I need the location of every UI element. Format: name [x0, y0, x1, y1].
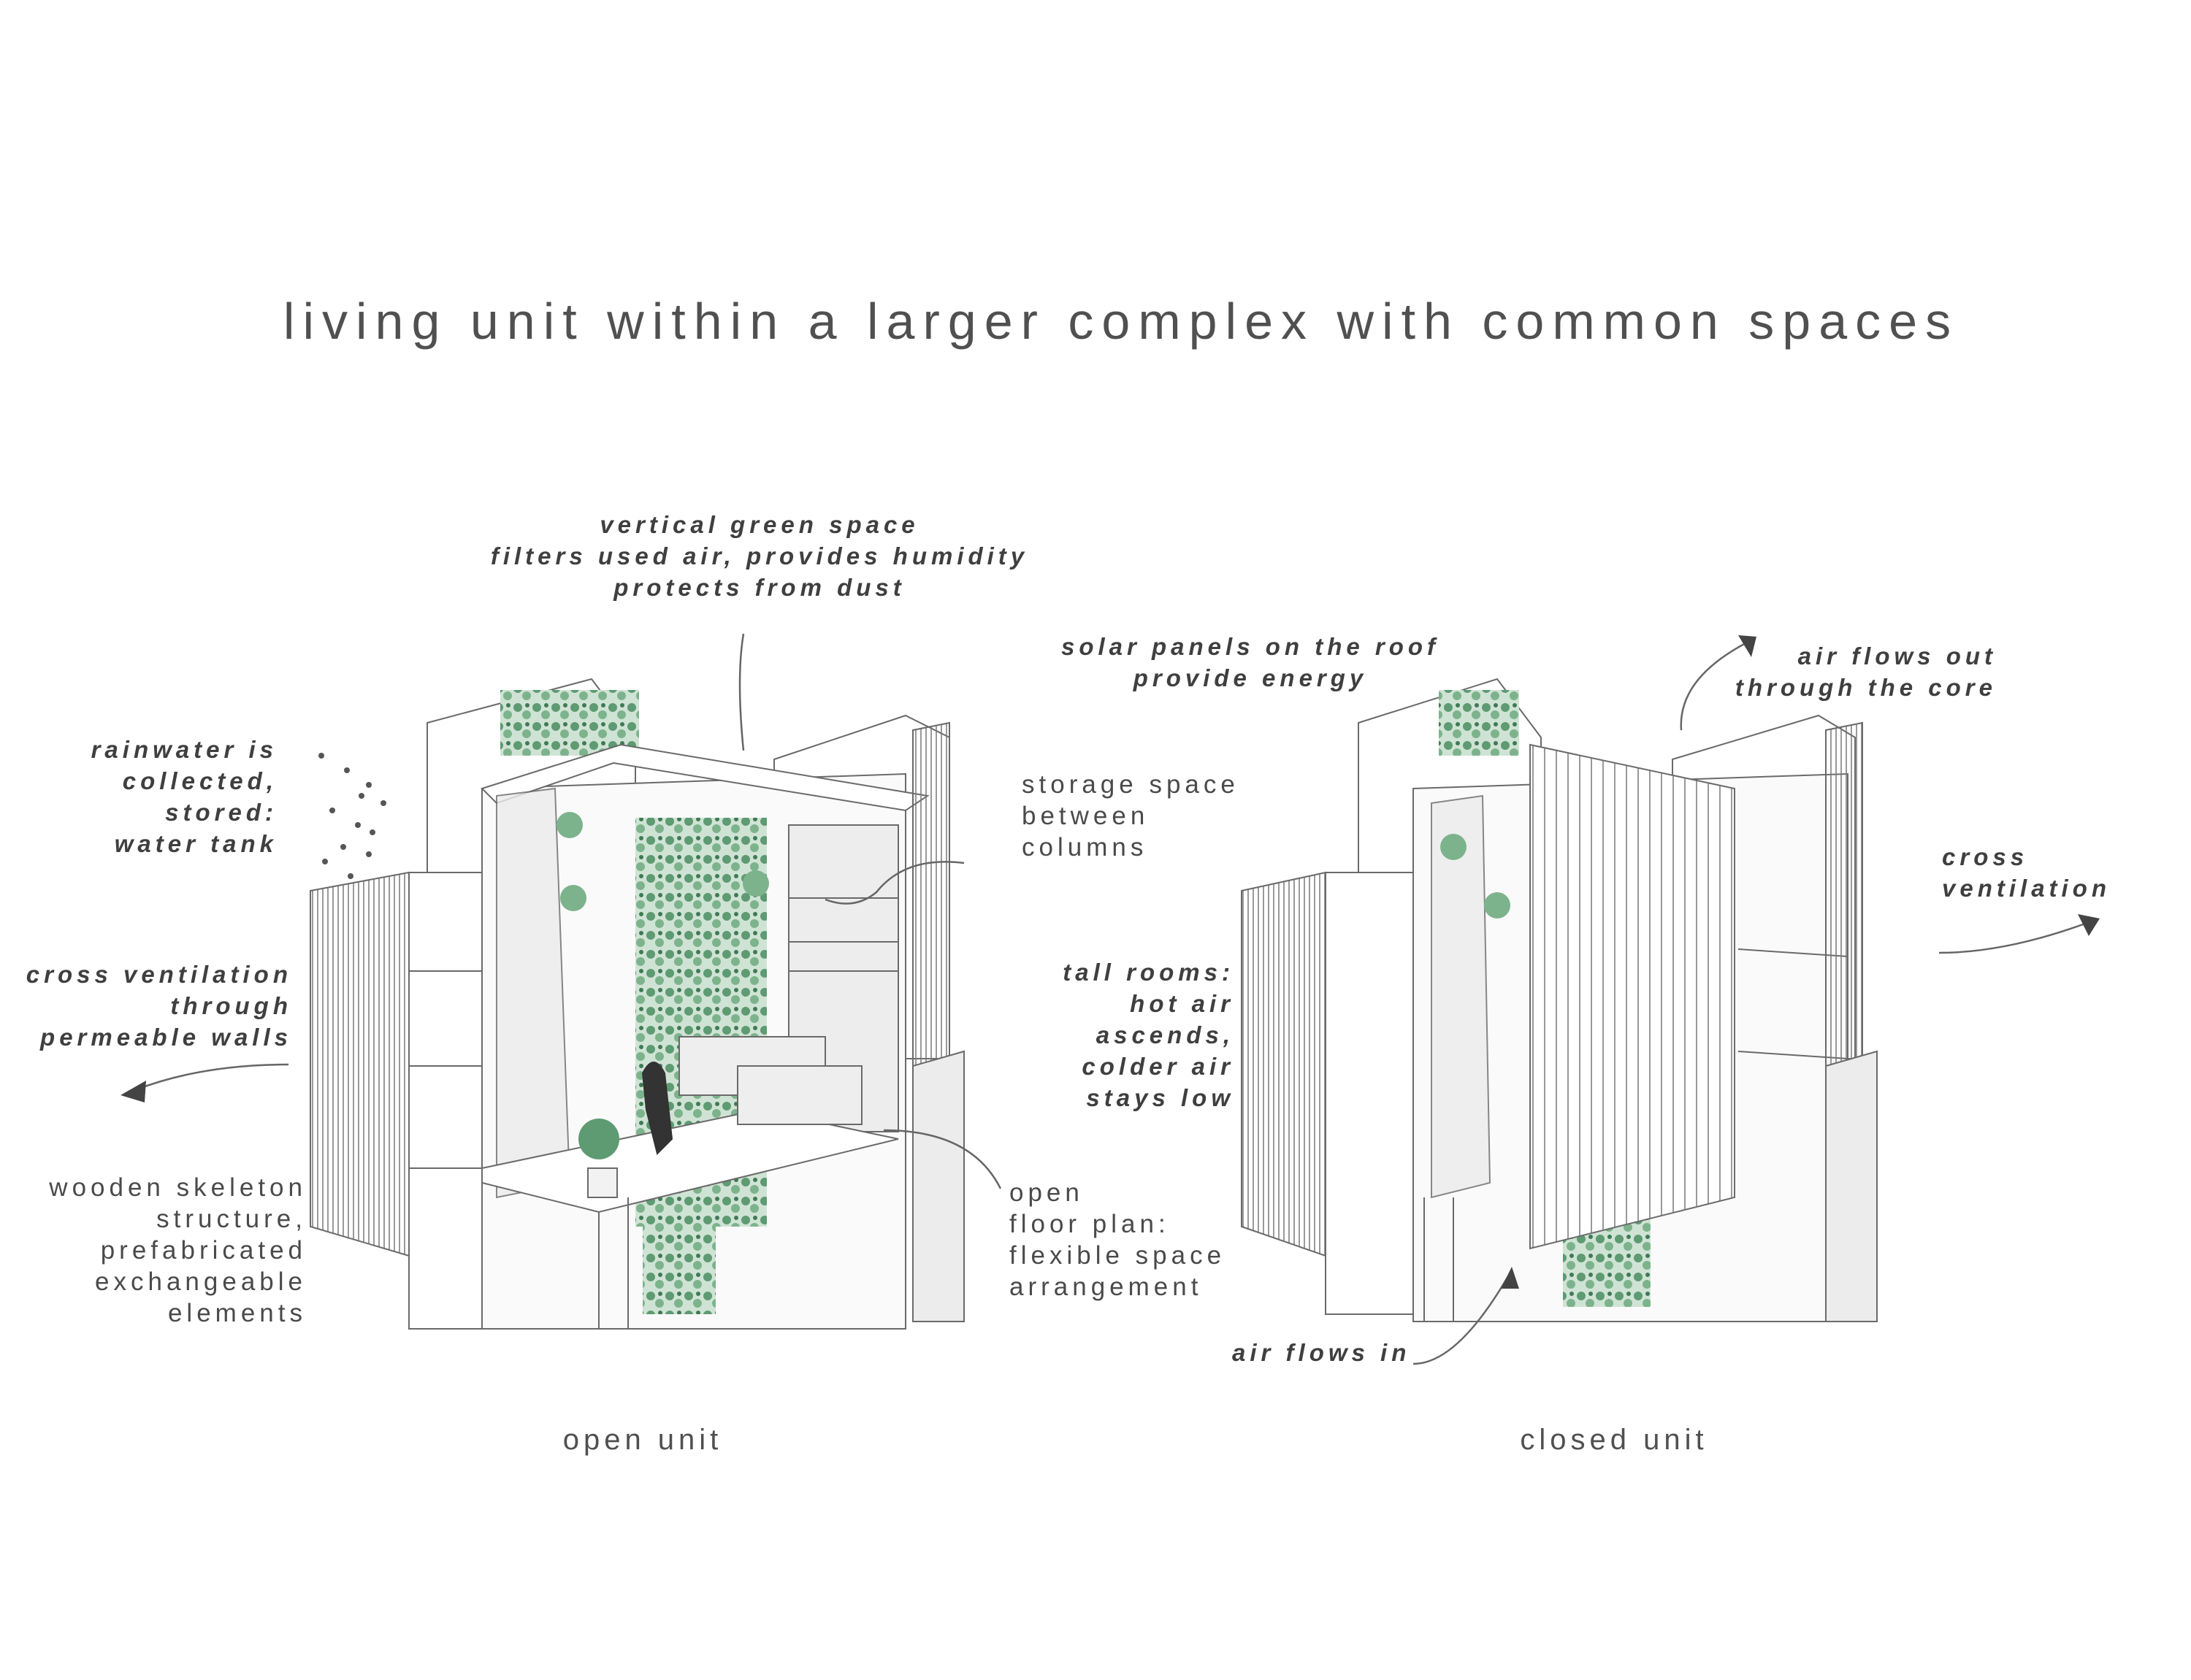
label-wooden-skeleton: wooden skeleton structure, prefabricated…: [0, 1172, 307, 1329]
label-line: collected,: [122, 767, 278, 794]
label-cross-ventilation-left: cross ventilation through permeable wall…: [0, 959, 292, 1053]
label-line: protects from dust: [613, 574, 906, 601]
label-tall-rooms: tall rooms: hot air ascends, colder air …: [938, 956, 1234, 1113]
leader-green-space: [738, 633, 745, 751]
label-line: colder air: [1082, 1053, 1234, 1080]
arrow-cross-ventilation-left: [134, 1063, 289, 1092]
label-line: air flows out: [1797, 643, 1997, 670]
label-line: wooden skeleton: [49, 1173, 307, 1202]
label-solar-panels: solar panels on the roof provide energy: [1031, 631, 1469, 694]
label-line: storage space: [1022, 770, 1239, 799]
arrow-air-in: [1412, 1276, 1510, 1365]
annotation-arrows: [134, 633, 2086, 1365]
caption-open-unit: open unit: [562, 1424, 723, 1456]
label-line: tall rooms:: [1063, 959, 1234, 986]
label-air-flows-in: air flows in: [1232, 1337, 1410, 1368]
arrow-air-out: [1680, 641, 1748, 731]
label-line: open: [1009, 1178, 1084, 1207]
label-line: vertical green space: [600, 511, 919, 538]
label-line: filters used air, provides humidity: [490, 542, 1029, 569]
label-line: water tank: [114, 830, 278, 857]
label-line: stays low: [1086, 1084, 1234, 1111]
label-line: through: [170, 992, 292, 1019]
label-line: ventilation: [1942, 875, 2111, 902]
label-line: structure,: [156, 1205, 307, 1233]
label-line: solar panels on the roof: [1060, 633, 1440, 660]
label-rainwater: rainwater is collected, stored: water ta…: [0, 734, 278, 859]
arrow-cross-ventilation-right: [1938, 922, 2086, 954]
label-line: cross: [1942, 843, 2029, 870]
label-line: arrangement: [1009, 1273, 1203, 1301]
label-line: exchangeable: [95, 1267, 307, 1296]
arrow-heads: [121, 635, 2100, 1289]
label-line: ascends,: [1096, 1021, 1234, 1048]
label-line: provide energy: [1133, 664, 1368, 691]
label-open-floor-plan: open floor plan: flexible space arrangem…: [1009, 1177, 1225, 1303]
open-unit-drawing: [310, 678, 965, 1330]
label-cross-ventilation-right: cross ventilation: [1942, 841, 2111, 904]
label-line: flexible space: [1009, 1241, 1226, 1270]
label-line: air flows in: [1232, 1339, 1411, 1366]
label-line: through the core: [1735, 674, 1997, 701]
label-vertical-green-space: vertical green space filters used air, p…: [467, 509, 1052, 603]
label-line: elements: [167, 1299, 307, 1327]
label-storage-space: storage space between columns: [1022, 769, 1239, 863]
leader-floor-plan: [883, 1129, 1002, 1189]
label-line: cross ventilation: [26, 961, 292, 988]
label-line: prefabricated: [100, 1236, 307, 1265]
leader-storage: [825, 861, 965, 905]
label-line: between: [1022, 802, 1150, 830]
label-line: rainwater is: [91, 736, 278, 763]
label-line: permeable walls: [40, 1024, 292, 1051]
label-line: stored:: [165, 799, 278, 826]
label-line: floor plan:: [1009, 1210, 1170, 1238]
closed-unit-drawing: [1241, 678, 1878, 1322]
rain-drops: [318, 753, 386, 879]
label-line: hot air: [1130, 990, 1234, 1017]
label-line: columns: [1022, 833, 1148, 862]
page-title: living unit within a larger complex with…: [283, 293, 1959, 350]
caption-closed-unit: closed unit: [1520, 1424, 1708, 1456]
label-air-flows-out: air flows out through the core: [1632, 640, 1997, 703]
